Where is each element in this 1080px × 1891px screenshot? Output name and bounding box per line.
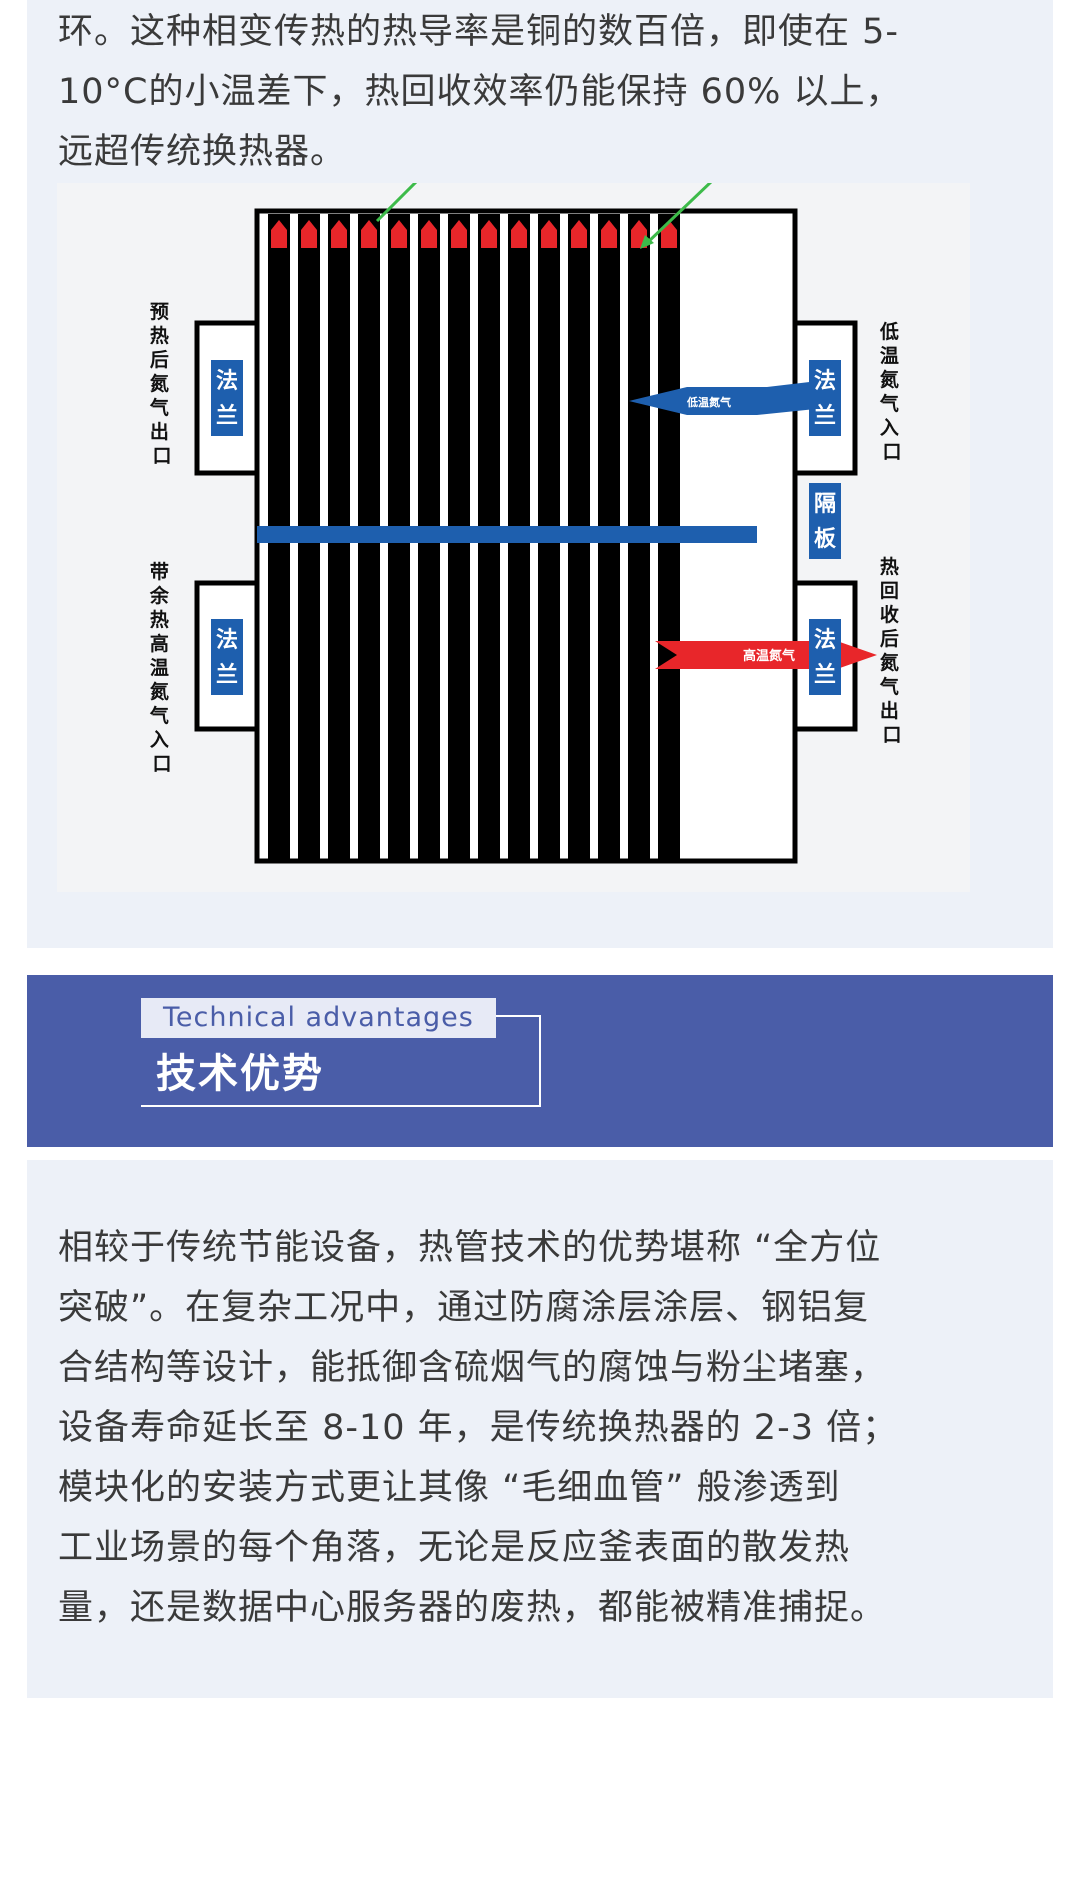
label-preheated-outlet: 预 热 后 氮 气 出 口 bbox=[149, 301, 174, 467]
green-arrow bbox=[645, 183, 713, 245]
heat-marker bbox=[601, 220, 617, 248]
intro-line: 远超传统换热器。 bbox=[58, 132, 347, 172]
partition-label-char: 隔 bbox=[814, 491, 836, 516]
label-recovered-outlet: 热 回 收 后 氮 气 出 口 bbox=[879, 555, 904, 746]
flange-label-char: 法 bbox=[814, 627, 836, 652]
intro-line: 环。这种相变传热的热导率是铜的数百倍，即使在 5- bbox=[58, 12, 900, 52]
body-line: 工业场景的每个角落，无论是反应釜表面的散发热 bbox=[58, 1528, 851, 1568]
label-hot-inlet: 带 余 热 高 温 氮 气 入 口 bbox=[149, 561, 174, 775]
heat-marker bbox=[511, 220, 527, 248]
cold-arrow-label: 低温氮气 bbox=[686, 395, 731, 409]
heat-marker bbox=[481, 220, 497, 248]
flange-label-char: 兰 bbox=[216, 662, 238, 687]
cold-gas-arrow bbox=[629, 379, 835, 415]
heat-marker bbox=[541, 220, 557, 248]
flange-label-char: 兰 bbox=[814, 662, 836, 687]
flange-label-char: 法 bbox=[216, 368, 238, 393]
green-arrow-head bbox=[640, 235, 654, 249]
body-line: 量，还是数据中心服务器的废热，都能被精准捕捉。 bbox=[58, 1588, 887, 1628]
label-cold-inlet: 低 温 氮 气 入 口 bbox=[879, 320, 904, 463]
partition-tag bbox=[809, 483, 841, 559]
flange-tag-left-top bbox=[211, 360, 243, 436]
heat-marker bbox=[421, 220, 437, 248]
body-line: 合结构等设计，能抵御含硫烟气的腐蚀与粉尘堵塞， bbox=[58, 1348, 887, 1388]
flange-label-char: 兰 bbox=[216, 403, 238, 428]
heat-marker bbox=[301, 220, 317, 248]
heat-pipe-diagram: 低温氮气 高温氮气 法 兰 法 兰 法 兰 法 兰 隔 板 预 热 bbox=[57, 183, 970, 892]
intro-line: 10°C的小温差下，热回收效率仍能保持 60% 以上， bbox=[58, 72, 902, 112]
flange-tag-right-top bbox=[809, 360, 841, 436]
hot-arrow-label: 高温氮气 bbox=[743, 648, 795, 663]
heat-marker bbox=[391, 220, 407, 248]
flange-tag-left-bottom bbox=[211, 619, 243, 695]
flange-tag-right-bottom bbox=[809, 619, 841, 695]
body-line: 相较于传统节能设备，热管技术的优势堪称 “全方位 bbox=[58, 1228, 882, 1268]
heat-marker bbox=[451, 220, 467, 248]
body-line: 设备寿命延长至 8-10 年，是传统换热器的 2-3 倍； bbox=[58, 1408, 899, 1448]
heat-marker bbox=[571, 220, 587, 248]
body-line: 突破”。在复杂工况中，通过防腐涂层涂层、钢铝复 bbox=[58, 1288, 870, 1328]
green-arrow bbox=[375, 183, 418, 223]
heat-marker bbox=[271, 220, 287, 248]
body-line: 模块化的安装方式更让其像 “毛细血管” 般渗透到 bbox=[58, 1468, 841, 1508]
partition-label-char: 板 bbox=[814, 526, 837, 551]
heat-marker bbox=[361, 220, 377, 248]
partition-plate bbox=[257, 526, 757, 543]
intro-paragraph: 环。这种相变传热的热导率是铜的数百倍，即使在 5- 10°C的小温差下，热回收效… bbox=[58, 2, 978, 182]
heat-marker bbox=[331, 220, 347, 248]
flange-label-char: 兰 bbox=[814, 403, 836, 428]
flange-label-char: 法 bbox=[216, 627, 238, 652]
section-title: 技术优势 bbox=[156, 1051, 324, 1097]
section-subtitle: Technical advantages bbox=[141, 998, 496, 1038]
flange-label-char: 法 bbox=[814, 368, 836, 393]
body-panel bbox=[27, 1160, 1053, 1698]
body-paragraph: 相较于传统节能设备，热管技术的优势堪称 “全方位 突破”。在复杂工况中，通过防腐… bbox=[58, 1218, 978, 1638]
